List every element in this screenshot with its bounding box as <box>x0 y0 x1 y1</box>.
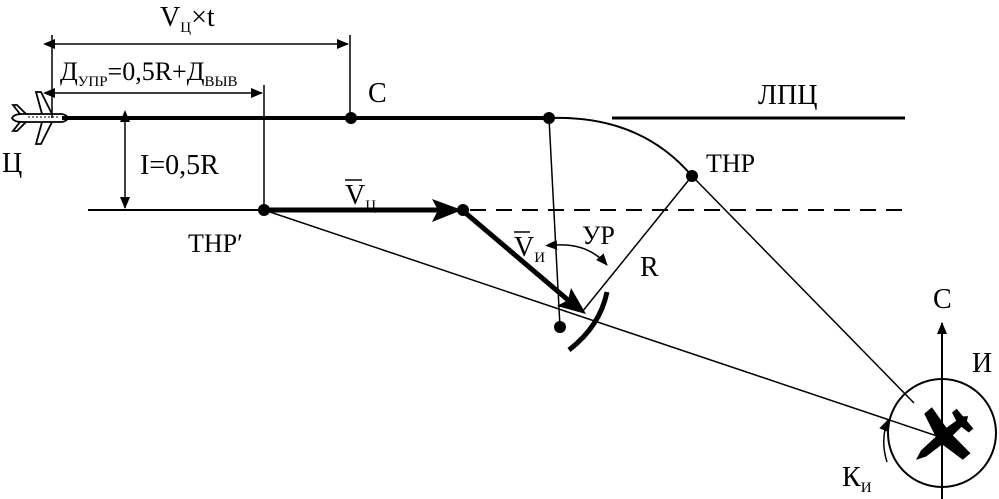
ur-angle-arc <box>545 239 608 266</box>
line-radius-r <box>581 175 693 313</box>
dimension-vt <box>43 35 351 118</box>
label-i-distance: I=0,5R <box>140 150 219 181</box>
point-c <box>345 112 357 124</box>
point-thr-prime <box>258 204 270 216</box>
line-top-point-to-center <box>548 117 561 328</box>
point-vc-end <box>457 204 469 216</box>
target-turn-arc <box>549 116 693 177</box>
target-aircraft-icon <box>10 91 69 145</box>
label-thr: ТНР <box>706 149 755 178</box>
line-thr-prime-to-interceptor <box>263 209 941 438</box>
label-vc: VЦ <box>345 179 376 214</box>
interceptor-jet-icon <box>915 407 974 460</box>
label-thr-prime: ТНР′ <box>188 229 243 258</box>
label-north: С <box>933 284 952 315</box>
svg-text:VЦ: VЦ <box>345 180 376 214</box>
label-point-c: С <box>368 78 387 109</box>
label-d-upr: ДУПР=0,5R+ДВЫВ <box>60 57 238 90</box>
label-ur: УР <box>582 221 615 250</box>
label-vt: VЦ×t <box>160 2 215 36</box>
point-turn-center <box>554 321 566 333</box>
dimension-d-upr <box>43 85 265 210</box>
point-thr <box>686 170 698 182</box>
ki-angle-arc <box>879 419 889 463</box>
svg-text:VИ: VИ <box>514 232 545 266</box>
point-turn-start <box>543 112 555 124</box>
label-target: Ц <box>2 148 22 179</box>
label-i-arc: И <box>972 348 992 379</box>
label-lpc: ЛПЦ <box>758 80 817 111</box>
turn-arc-bracket <box>567 291 610 352</box>
label-r: R <box>640 252 659 283</box>
label-vi: VИ <box>514 231 545 266</box>
label-ki: КИ <box>842 462 872 496</box>
vc-vector <box>264 199 462 222</box>
vi-vector <box>460 208 586 314</box>
line-thr-to-interceptor <box>691 175 915 404</box>
